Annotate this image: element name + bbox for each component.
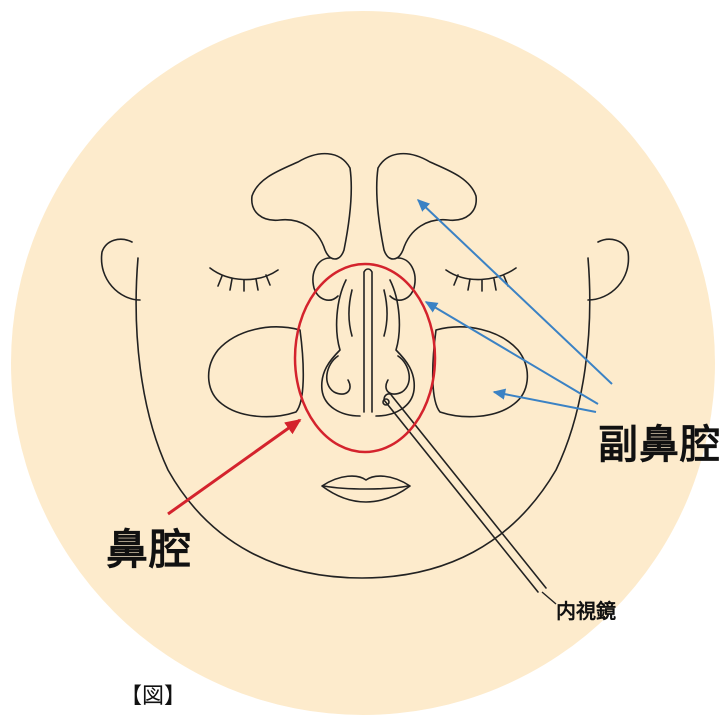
label-nasal-cavity: 鼻腔 [106, 516, 192, 577]
label-paranasal-sinus: 副鼻腔 [598, 412, 721, 470]
label-endoscope: 内視鏡 [556, 595, 616, 624]
figure-caption: 【図】 [120, 678, 186, 710]
